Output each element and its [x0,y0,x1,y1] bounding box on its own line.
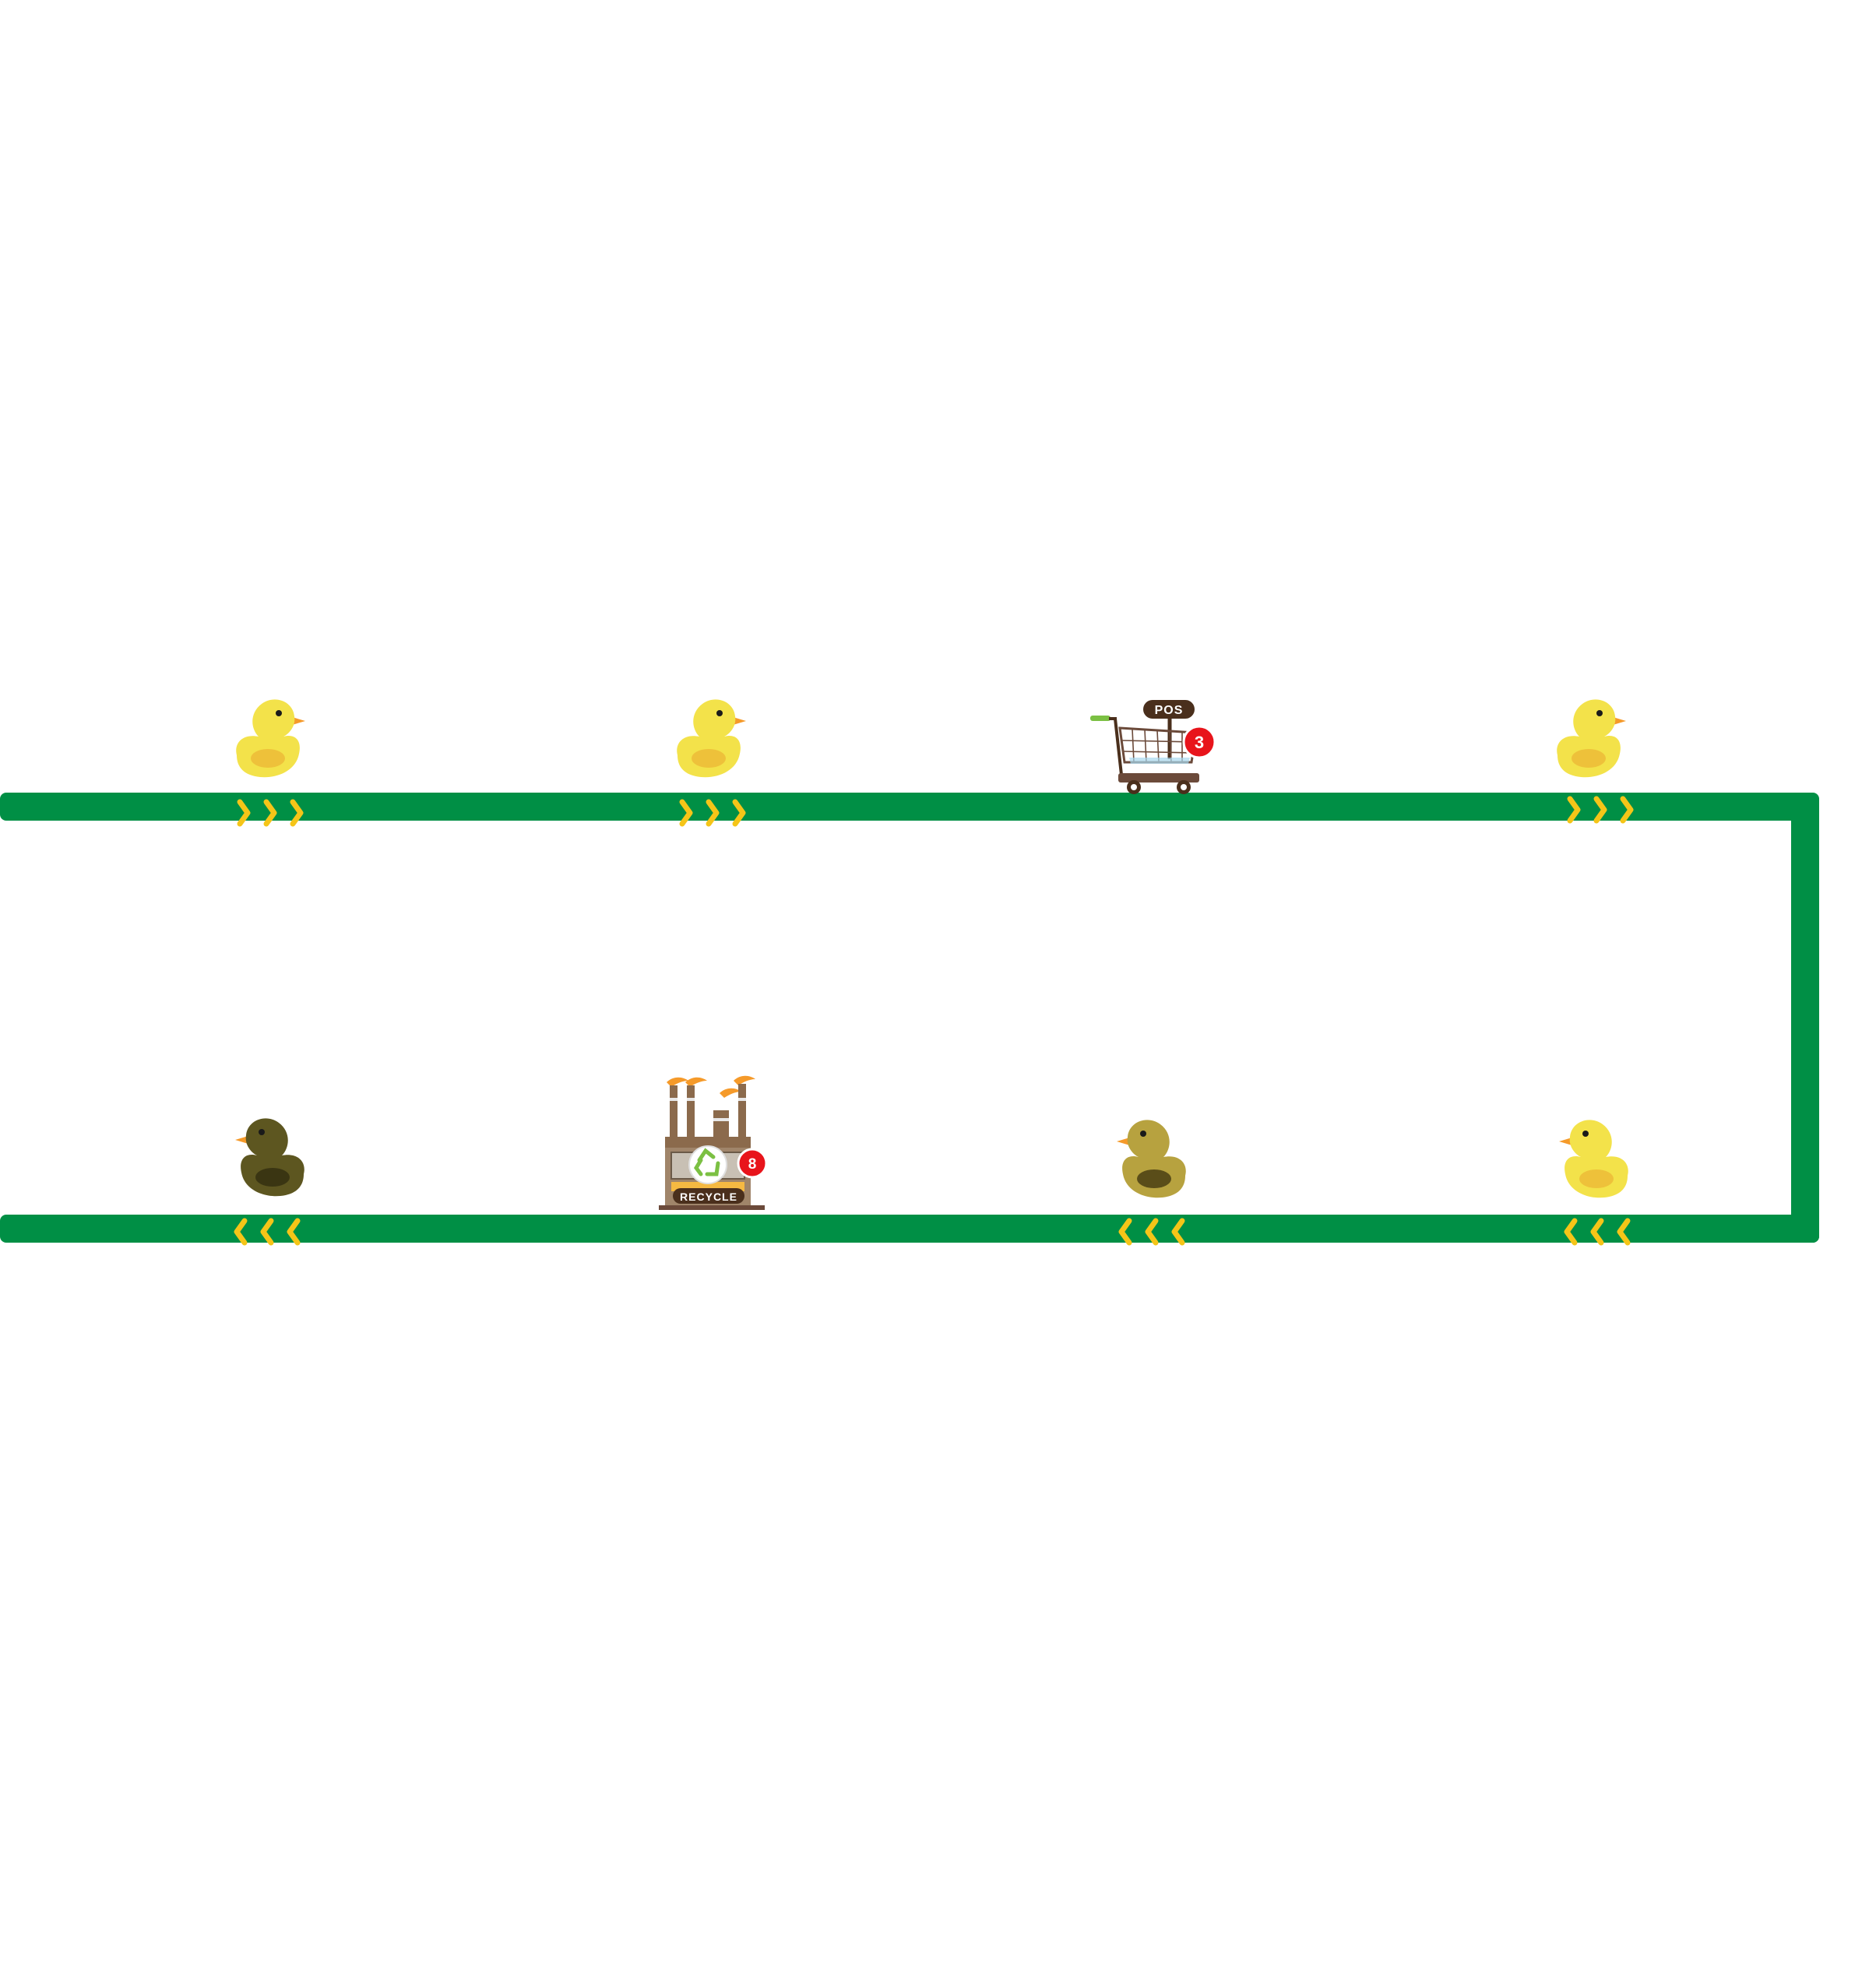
track-bottom-lane [0,1215,1819,1243]
chevron-left-icon [1118,1218,1185,1246]
conveyor-track [0,793,1819,1243]
recycle-factory-station[interactable]: RECYCLE 8 [659,1075,768,1210]
track-right-turn [1791,793,1819,1243]
duck-clean[interactable] [236,699,305,778]
duck-clean[interactable] [1559,1120,1628,1198]
recycle-count-badge [737,1148,768,1179]
duck-clean[interactable] [677,699,746,778]
duck-dirty[interactable] [235,1118,304,1197]
pos-count-badge [1182,725,1216,759]
bottom-lane-arrows [234,1218,1631,1246]
pos-sign-label: POS [1155,704,1184,717]
recycle-count: 8 [748,1156,757,1173]
duck-muddy[interactable] [1117,1120,1186,1198]
pos-count: 3 [1195,733,1204,752]
duck-clean[interactable] [1557,699,1626,778]
track-top-lane [0,793,1814,821]
chevron-right-icon [679,799,746,827]
chevron-left-icon [1564,1218,1631,1246]
chevron-right-icon [1567,796,1634,824]
recycle-sign [673,1188,744,1204]
chevron-left-icon [234,1218,301,1246]
top-lane-arrows [237,796,1634,827]
pos-cart-station[interactable]: POS 3 [1090,700,1216,794]
recycle-sign-label: RECYCLE [680,1190,737,1203]
pos-sign [1143,700,1195,719]
chevron-right-icon [237,799,304,827]
